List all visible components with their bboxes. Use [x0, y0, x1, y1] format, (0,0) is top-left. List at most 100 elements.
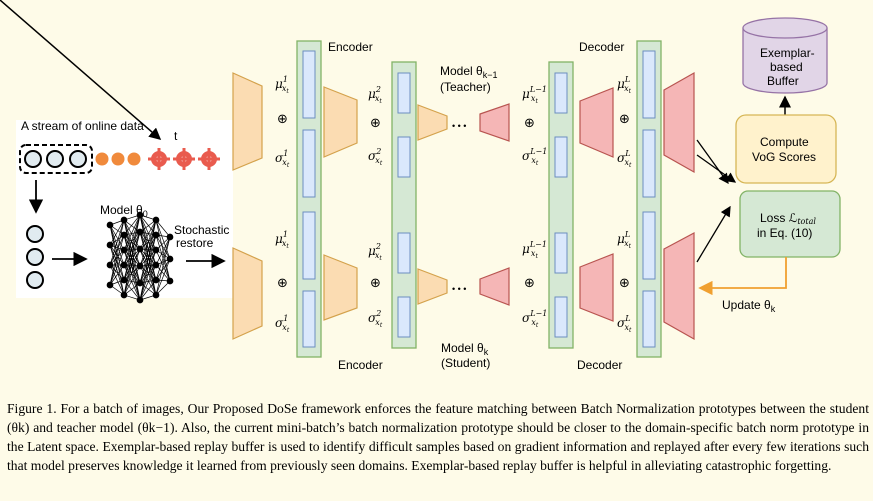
batch-sample [26, 225, 44, 243]
loss-box [739, 190, 841, 258]
update-arrow [698, 257, 787, 296]
batch-sample [26, 271, 44, 289]
decoder-block-1-top [479, 103, 510, 142]
decoder-block-1-bottom [479, 267, 510, 306]
model-theta0-label: Model θ0 [100, 203, 148, 219]
nn-node [166, 233, 174, 241]
encoder-block-3-bottom [417, 268, 448, 305]
student-label: (Student) [441, 356, 490, 370]
encoder-block-1-top [232, 72, 263, 171]
vog-box [735, 114, 837, 184]
loss-label: Loss ℒtotal [760, 211, 816, 226]
nn-node [120, 276, 128, 284]
data-sample [24, 150, 42, 168]
encoder-block-1-bottom [232, 247, 263, 340]
nn-node [166, 277, 174, 285]
gear-samples [148, 148, 220, 170]
bn-bar [302, 211, 316, 280]
plus-symbol: ⊕ [370, 276, 381, 291]
bn-bars [302, 50, 656, 348]
encoder-title-top: Encoder [328, 40, 373, 54]
bn-bar [642, 211, 656, 280]
bn-bar [554, 72, 568, 114]
nn-node [136, 211, 144, 219]
svg-text:based: based [770, 60, 803, 74]
bn-bar [554, 232, 568, 274]
nn-node [106, 221, 114, 229]
plus-symbol: ⊕ [524, 116, 535, 131]
figure-caption: Figure 1. For a batch of images, Our Pro… [7, 401, 869, 473]
nn-node [120, 246, 128, 254]
nn-node [152, 261, 160, 269]
stochastic-label: Stochastic [174, 223, 229, 237]
nn-node [152, 246, 160, 254]
nn-node [136, 245, 144, 253]
stream-label: A stream of online data [21, 119, 144, 133]
vog-label-1: Compute [760, 135, 809, 149]
plus-symbol: ⊕ [370, 116, 381, 131]
exemplar-buffer: Exemplar- based Buffer [742, 17, 828, 94]
plus-symbol: ⊕ [619, 276, 630, 291]
decoder-block-3-top [663, 71, 695, 174]
loss-eq-label: in Eq. (10) [757, 226, 812, 240]
bn-bar [642, 129, 656, 198]
svg-text:Buffer: Buffer [767, 74, 799, 88]
plus-symbol: ⊕ [619, 112, 630, 127]
teacher-model-label: Model θk−1 [440, 64, 497, 80]
data-sample [111, 152, 125, 166]
nn-node [120, 216, 128, 224]
nn-node [152, 276, 160, 284]
nn-node [120, 291, 128, 299]
encoder-block-3-top [417, 104, 448, 141]
nn-node [152, 231, 160, 239]
nn-node [152, 291, 160, 299]
data-sample [46, 150, 64, 168]
bn-bar [642, 290, 656, 348]
nn-node [106, 241, 114, 249]
ellipsis-top: • • • [452, 121, 466, 131]
bn-bar [397, 72, 411, 114]
student-model-label: Model θk [441, 341, 489, 357]
nn-node [136, 228, 144, 236]
nn-node [120, 261, 128, 269]
encoder-title-bottom: Encoder [338, 358, 383, 372]
nn-node [106, 281, 114, 289]
data-sample [127, 152, 141, 166]
encoder-block-2-bottom [323, 254, 358, 321]
update-label: Update θk [722, 298, 776, 314]
nn-node [152, 216, 160, 224]
encoder-block-2-top [323, 86, 358, 158]
decoder-title-bottom: Decoder [577, 358, 622, 372]
nn-node [136, 262, 144, 270]
plus-symbol: ⊕ [277, 112, 288, 127]
bn-bar [554, 296, 568, 338]
time-arrow [0, 0, 162, 140]
data-sample [95, 152, 109, 166]
restore-label: restore [176, 236, 214, 250]
plus-symbol: ⊕ [277, 276, 288, 291]
nn-node [136, 279, 144, 287]
top-to-loss-arrow [696, 154, 737, 183]
nn-node [136, 296, 144, 304]
decoder-title-top: Decoder [579, 40, 624, 54]
bn-bar [397, 136, 411, 178]
top-to-vog-arrow [696, 139, 729, 185]
bn-bar [397, 232, 411, 274]
decoder-block-2-bottom [579, 253, 614, 322]
bn-bar [642, 50, 656, 119]
svg-text:Exemplar-: Exemplar- [760, 46, 815, 60]
current-batch-box [19, 144, 93, 174]
